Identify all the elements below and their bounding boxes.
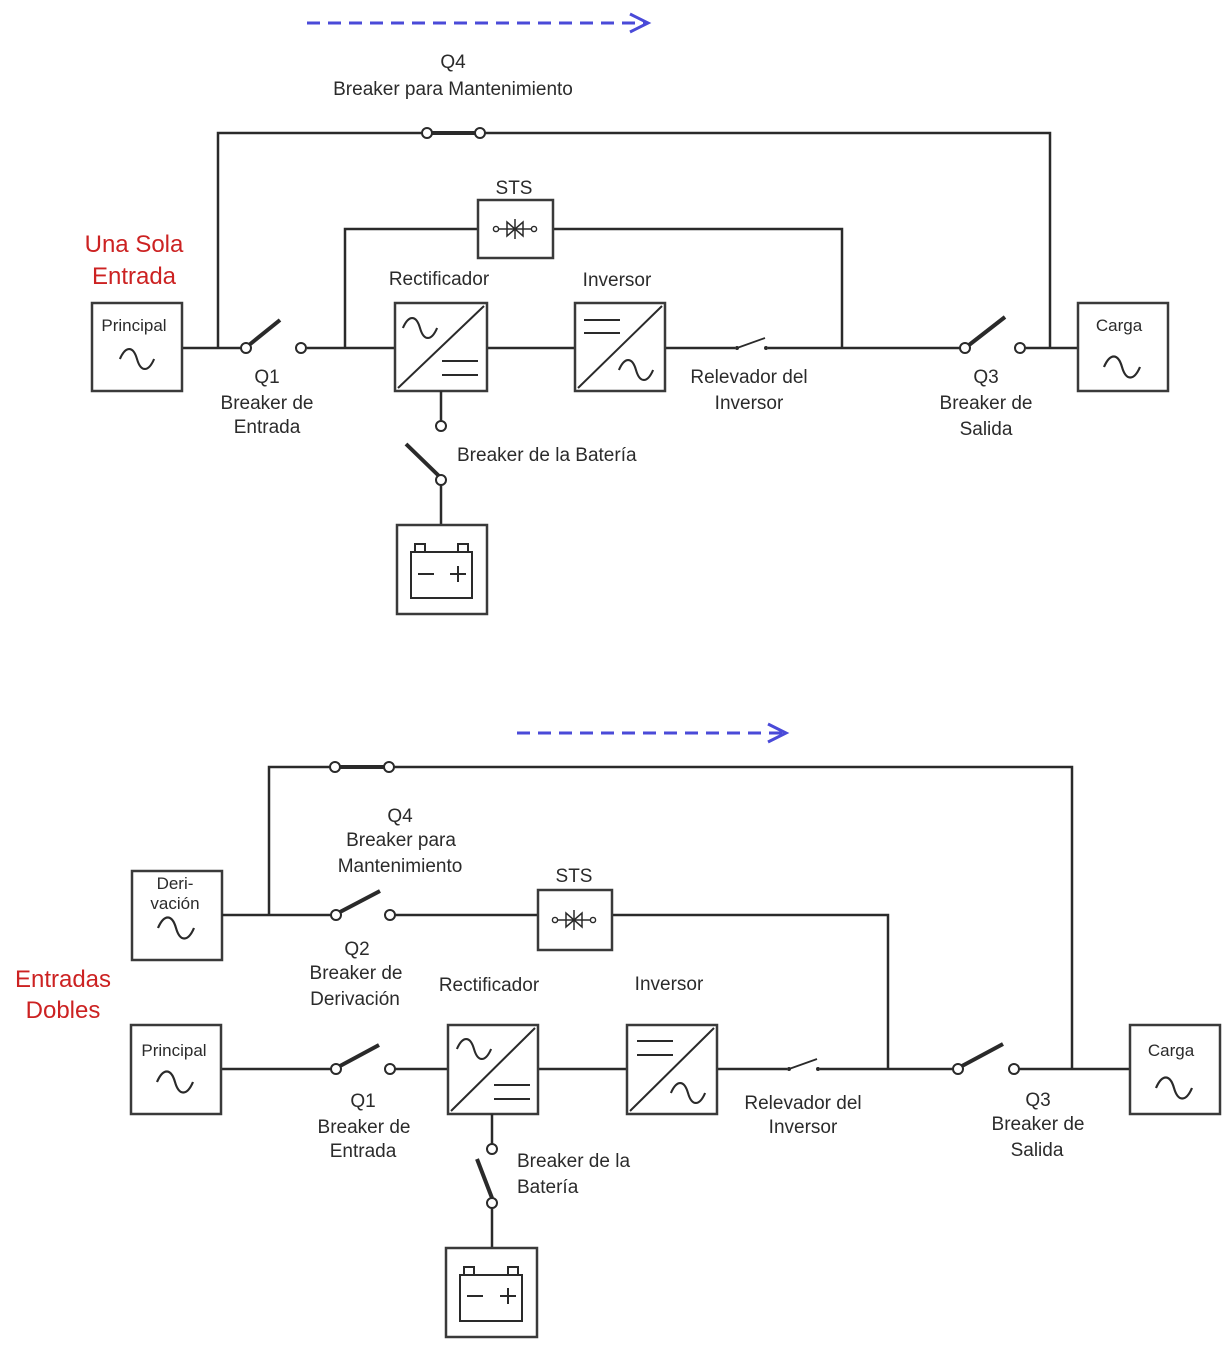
q4-code-label: Q4	[440, 52, 466, 73]
rectifier-label: Rectificador	[389, 269, 490, 290]
rectifier-block	[393, 301, 489, 393]
flow-arrow	[517, 722, 790, 744]
q4-desc-label: Breaker para Mantenimiento	[333, 79, 573, 100]
q3-desc-line-2: Salida	[960, 419, 1013, 440]
bypass-line	[222, 913, 890, 1069]
sts-label: STS	[556, 866, 593, 887]
inverter-block	[625, 1023, 719, 1116]
load-box	[1076, 301, 1170, 393]
q4-desc-line-1: Breaker para	[346, 830, 456, 851]
bypass-source-box	[130, 869, 224, 962]
load-label: Carga	[1148, 1041, 1195, 1060]
sts-switch	[476, 198, 555, 260]
principal-source-box	[90, 301, 184, 393]
inverter-relay	[787, 1058, 820, 1071]
q2-desc-line-1: Breaker de	[310, 963, 403, 984]
maintenance-bypass-wire	[216, 131, 1052, 348]
sts-label: STS	[496, 178, 533, 199]
q4-desc-line-2: Mantenimiento	[338, 856, 463, 877]
inverter-label: Inversor	[583, 270, 652, 291]
rectifier-block	[446, 1023, 540, 1116]
load-box	[1128, 1023, 1222, 1116]
q1-code-label: Q1	[350, 1091, 375, 1112]
q3-desc-line-1: Breaker de	[992, 1114, 1085, 1135]
q1-desc-line-2: Entrada	[330, 1141, 397, 1162]
q3-code-label: Q3	[973, 367, 998, 388]
q4-maintenance-breaker	[421, 127, 486, 139]
single-input-diagram: Q4 Breaker para Mantenimiento Una Sola E…	[85, 12, 1170, 616]
q4-maintenance-breaker	[329, 761, 395, 773]
q1-desc-line-1: Breaker de	[221, 393, 314, 414]
battery-icon	[395, 523, 489, 616]
relay-label-line-1: Relevador del	[744, 1093, 861, 1114]
q2-code-label: Q2	[344, 939, 369, 960]
q2-bypass-breaker	[330, 889, 396, 921]
battery-icon	[444, 1246, 539, 1339]
load-label: Carga	[1096, 316, 1143, 335]
bypass-label-line-2: vación	[150, 894, 199, 913]
flow-arrow	[307, 12, 652, 34]
q3-desc-line-1: Breaker de	[940, 393, 1033, 414]
battery-breaker-label-line-1: Breaker de la	[517, 1151, 630, 1172]
q2-desc-line-2: Derivación	[310, 989, 400, 1010]
q3-code-label: Q3	[1025, 1090, 1050, 1111]
battery-breaker-label: Breaker de la Batería	[457, 445, 637, 466]
q3-desc-line-2: Salida	[1011, 1140, 1064, 1161]
relay-label-line-1: Relevador del	[690, 367, 807, 388]
inverter-block	[573, 301, 667, 393]
q1-code-label: Q1	[254, 367, 279, 388]
battery-breaker	[475, 1114, 498, 1248]
relay-label-line-2: Inversor	[769, 1117, 838, 1138]
battery-breaker-label-line-2: Batería	[517, 1177, 579, 1198]
title-line-1: Entradas	[15, 966, 111, 993]
sts-switch	[536, 888, 614, 952]
dual-input-diagram: Entradas Dobles Q4 Breaker para Mantenim…	[15, 722, 1222, 1339]
inverter-label: Inversor	[635, 974, 704, 995]
q3-output-breaker	[952, 1042, 1020, 1075]
battery-breaker	[404, 391, 447, 525]
q1-input-breaker	[330, 1043, 396, 1075]
principal-source-box	[129, 1023, 223, 1116]
relay-label-line-2: Inversor	[715, 393, 784, 414]
q3-output-breaker	[959, 315, 1026, 354]
static-bypass-wire	[343, 227, 844, 348]
q4-code-label: Q4	[387, 806, 413, 827]
rectifier-label: Rectificador	[439, 975, 540, 996]
title-line-2: Entrada	[92, 263, 177, 290]
maintenance-bypass-wire	[267, 765, 1074, 1069]
q1-desc-line-2: Entrada	[234, 417, 301, 438]
principal-label: Principal	[101, 316, 166, 335]
q1-desc-line-1: Breaker de	[318, 1117, 411, 1138]
title-line-2: Dobles	[26, 997, 101, 1024]
principal-label: Principal	[141, 1041, 206, 1060]
title-line-1: Una Sola	[85, 231, 184, 258]
inverter-relay	[735, 337, 768, 350]
bypass-label-line-1: Deri-	[157, 874, 194, 893]
q1-input-breaker	[240, 318, 307, 354]
